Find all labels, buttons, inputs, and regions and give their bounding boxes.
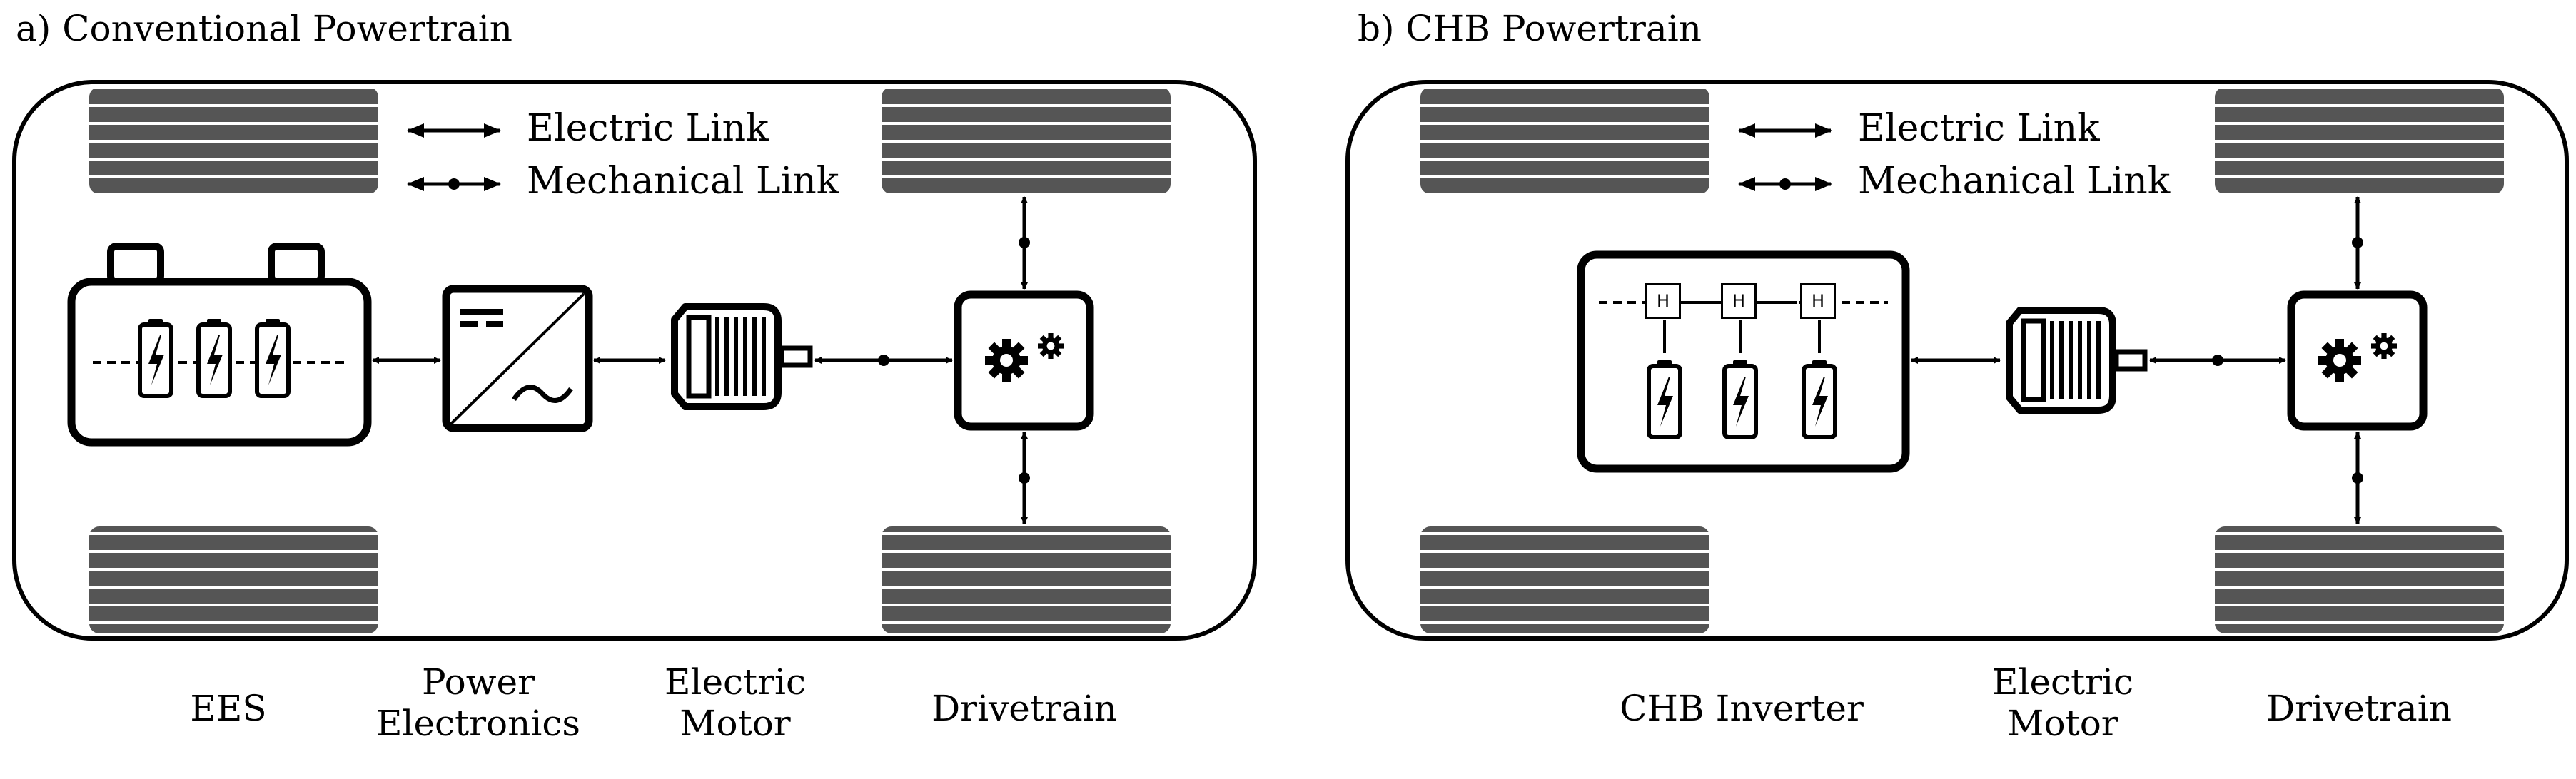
legend-electric-label-b: Electric Link — [1858, 107, 2100, 150]
label-line: Power — [421, 661, 535, 703]
battery-cell-icon — [1804, 360, 1835, 437]
label-line: Motor — [2007, 702, 2118, 744]
link-drivetrain-rear-wheel-b — [2352, 432, 2363, 524]
link-motor-drivetrain-b — [2149, 355, 2286, 366]
link-drivetrain-front-wheel-b — [2352, 196, 2363, 290]
h-bridge-label: H — [1732, 291, 1746, 311]
legend-mechanical-arrow-b — [1738, 177, 1832, 191]
h-bridge-label: H — [1811, 291, 1825, 311]
diagram-b-title: b) CHB Powertrain — [1358, 8, 1702, 49]
wheel-front-left-a — [89, 87, 378, 194]
drivetrain-block-b — [2287, 290, 2428, 431]
drivetrain-block-a — [954, 290, 1094, 431]
label-line: Drivetrain — [2266, 688, 2452, 729]
label-line: EES — [190, 688, 267, 729]
wheel-rear-right-a — [882, 526, 1171, 633]
wheel-rear-left-b — [1420, 526, 1709, 633]
battery-cell-icon — [1724, 360, 1756, 437]
gear-icon — [1038, 333, 1064, 359]
h-bridge-module: H — [1721, 283, 1757, 319]
label-ees: EES — [143, 688, 314, 730]
electric-motor-icon — [675, 307, 810, 407]
gear-icon — [2318, 339, 2361, 382]
label-line: Motor — [680, 702, 791, 744]
vehicle-outline-b — [1345, 80, 2569, 641]
h-bridge-label: H — [1656, 291, 1670, 311]
label-drivetrain-b: Drivetrain — [2231, 688, 2487, 730]
h-bridge-module: H — [1800, 283, 1836, 319]
vehicle-outline-a — [12, 80, 1257, 641]
wheel-front-right-a — [882, 87, 1171, 194]
battery-cell-icon — [198, 319, 230, 396]
wheel-rear-left-a — [89, 526, 378, 633]
legend-mechanical-arrow-a — [407, 177, 501, 191]
legend-electric-label-a: Electric Link — [527, 107, 769, 150]
h-bridge-module: H — [1645, 283, 1681, 319]
label-drivetrain-a: Drivetrain — [896, 688, 1153, 730]
link-drivetrain-front-wheel — [1019, 196, 1030, 290]
label-line: Electric — [1991, 661, 2134, 703]
wheel-rear-right-b — [2215, 526, 2504, 633]
battery-cell-icon — [1649, 360, 1680, 437]
label-electric-motor-a: Electric Motor — [628, 661, 842, 744]
battery-cell-icon — [140, 319, 171, 396]
label-power-electronics: Power Electronics — [343, 661, 614, 744]
label-line: CHB Inverter — [1620, 688, 1864, 729]
electric-motor-icon — [2009, 310, 2145, 410]
gear-icon — [985, 339, 1028, 382]
label-line: Electronics — [375, 702, 581, 744]
gear-icon — [2371, 333, 2397, 359]
power-electronics-block — [442, 285, 593, 432]
dc-symbol-icon — [460, 309, 503, 327]
ac-symbol-icon — [512, 385, 573, 403]
wheel-front-right-b — [2215, 87, 2504, 194]
wheel-front-left-b — [1420, 87, 1709, 194]
label-line: Electric — [664, 661, 807, 703]
legend-mechanical-label-b: Mechanical Link — [1858, 160, 2171, 203]
link-drivetrain-rear-wheel — [1019, 432, 1030, 524]
link-motor-drivetrain — [814, 355, 953, 366]
label-chb-inverter: CHB Inverter — [1570, 688, 1913, 730]
legend-mechanical-label-a: Mechanical Link — [527, 160, 839, 203]
diagram-a — [12, 80, 1257, 641]
diagram-a-title: a) Conventional Powertrain — [16, 8, 512, 49]
label-line: Drivetrain — [931, 688, 1117, 729]
battery-cell-icon — [257, 319, 288, 396]
label-electric-motor-b: Electric Motor — [1956, 661, 2170, 744]
ees-battery-pack — [67, 243, 372, 447]
